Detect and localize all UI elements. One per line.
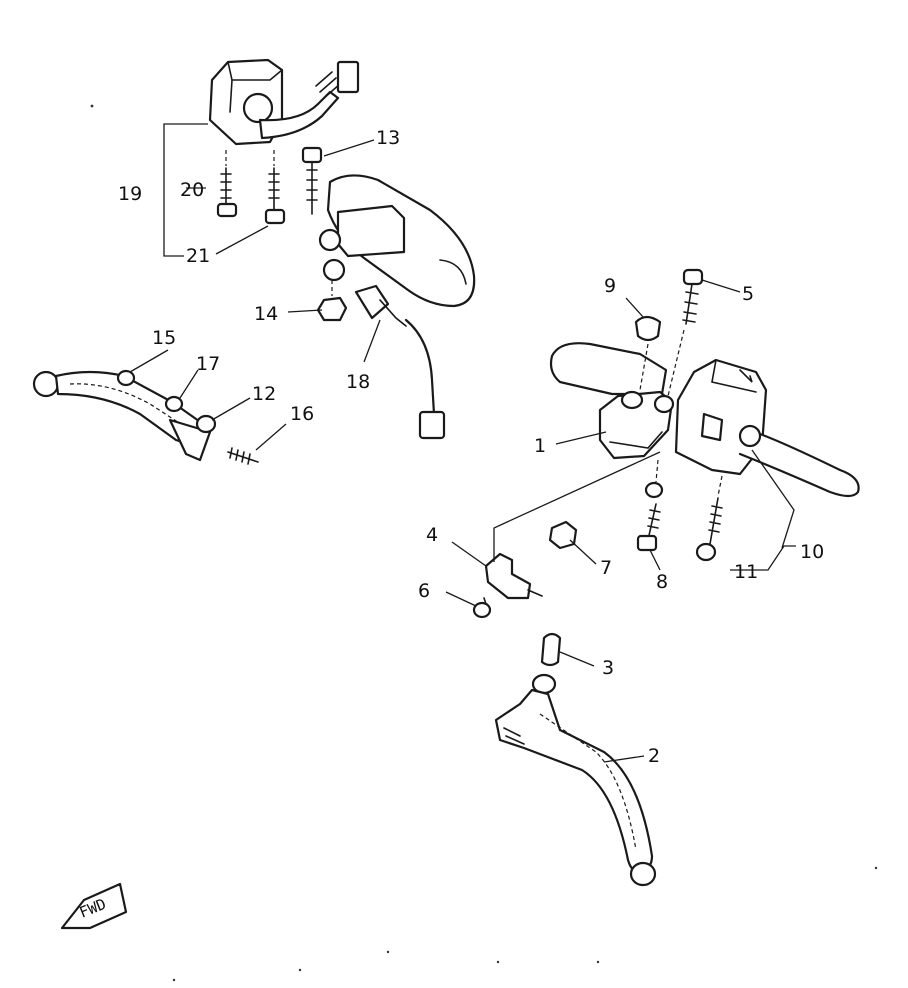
callout-3: 3 bbox=[602, 657, 614, 679]
left-handlebar-switch bbox=[208, 58, 360, 146]
bolt-13 bbox=[301, 146, 323, 215]
nut-14 bbox=[316, 296, 348, 322]
callout-18: 18 bbox=[346, 371, 370, 393]
callout-1: 1 bbox=[534, 435, 546, 457]
clutch-lever-holder bbox=[318, 174, 476, 308]
callout-16: 16 bbox=[290, 403, 314, 425]
callout-8: 8 bbox=[656, 571, 668, 593]
screw-21 bbox=[264, 167, 286, 225]
callout-12: 12 bbox=[252, 383, 276, 405]
callout-14: 14 bbox=[254, 303, 278, 325]
brake-switch-4 bbox=[484, 552, 543, 600]
callout-5: 5 bbox=[742, 283, 754, 305]
callout-6: 6 bbox=[418, 580, 430, 602]
callout-9: 9 bbox=[604, 275, 616, 297]
callouts: 1 2 3 4 5 6 7 8 9 10 11 12 13 14 15 16 1… bbox=[118, 127, 824, 767]
washer-8 bbox=[644, 481, 664, 499]
pivot-bolt-15 bbox=[116, 369, 136, 387]
callout-2: 2 bbox=[648, 745, 660, 767]
nut-7 bbox=[548, 520, 578, 550]
screw-20 bbox=[216, 167, 238, 218]
washer-17 bbox=[164, 395, 184, 413]
bolt-8 bbox=[636, 503, 661, 552]
cap-9 bbox=[634, 315, 662, 342]
screw-11 bbox=[695, 497, 723, 562]
callout-4: 4 bbox=[426, 524, 438, 546]
fwd-arrow: FWD bbox=[60, 882, 128, 930]
callout-7: 7 bbox=[600, 557, 612, 579]
nut-12 bbox=[195, 414, 217, 434]
callout-11: 11 bbox=[734, 561, 758, 583]
clutch-switch-18 bbox=[354, 284, 446, 440]
callout-21: 21 bbox=[186, 245, 210, 267]
callout-10: 10 bbox=[800, 541, 824, 563]
leader-lines bbox=[129, 139, 796, 763]
scan-noise bbox=[90, 104, 878, 982]
master-cylinder-1 bbox=[549, 342, 675, 460]
collar-3 bbox=[540, 632, 562, 667]
screw-6 bbox=[472, 597, 492, 619]
callout-13: 13 bbox=[376, 127, 400, 149]
spring-16 bbox=[227, 447, 259, 465]
callout-17: 17 bbox=[196, 353, 220, 375]
bolt-5 bbox=[682, 268, 704, 325]
callout-20: 20 bbox=[180, 179, 204, 201]
right-handlebar-switch bbox=[674, 358, 860, 498]
callout-19: 19 bbox=[118, 183, 142, 205]
brake-lever-2 bbox=[494, 673, 657, 887]
callout-15: 15 bbox=[152, 327, 176, 349]
